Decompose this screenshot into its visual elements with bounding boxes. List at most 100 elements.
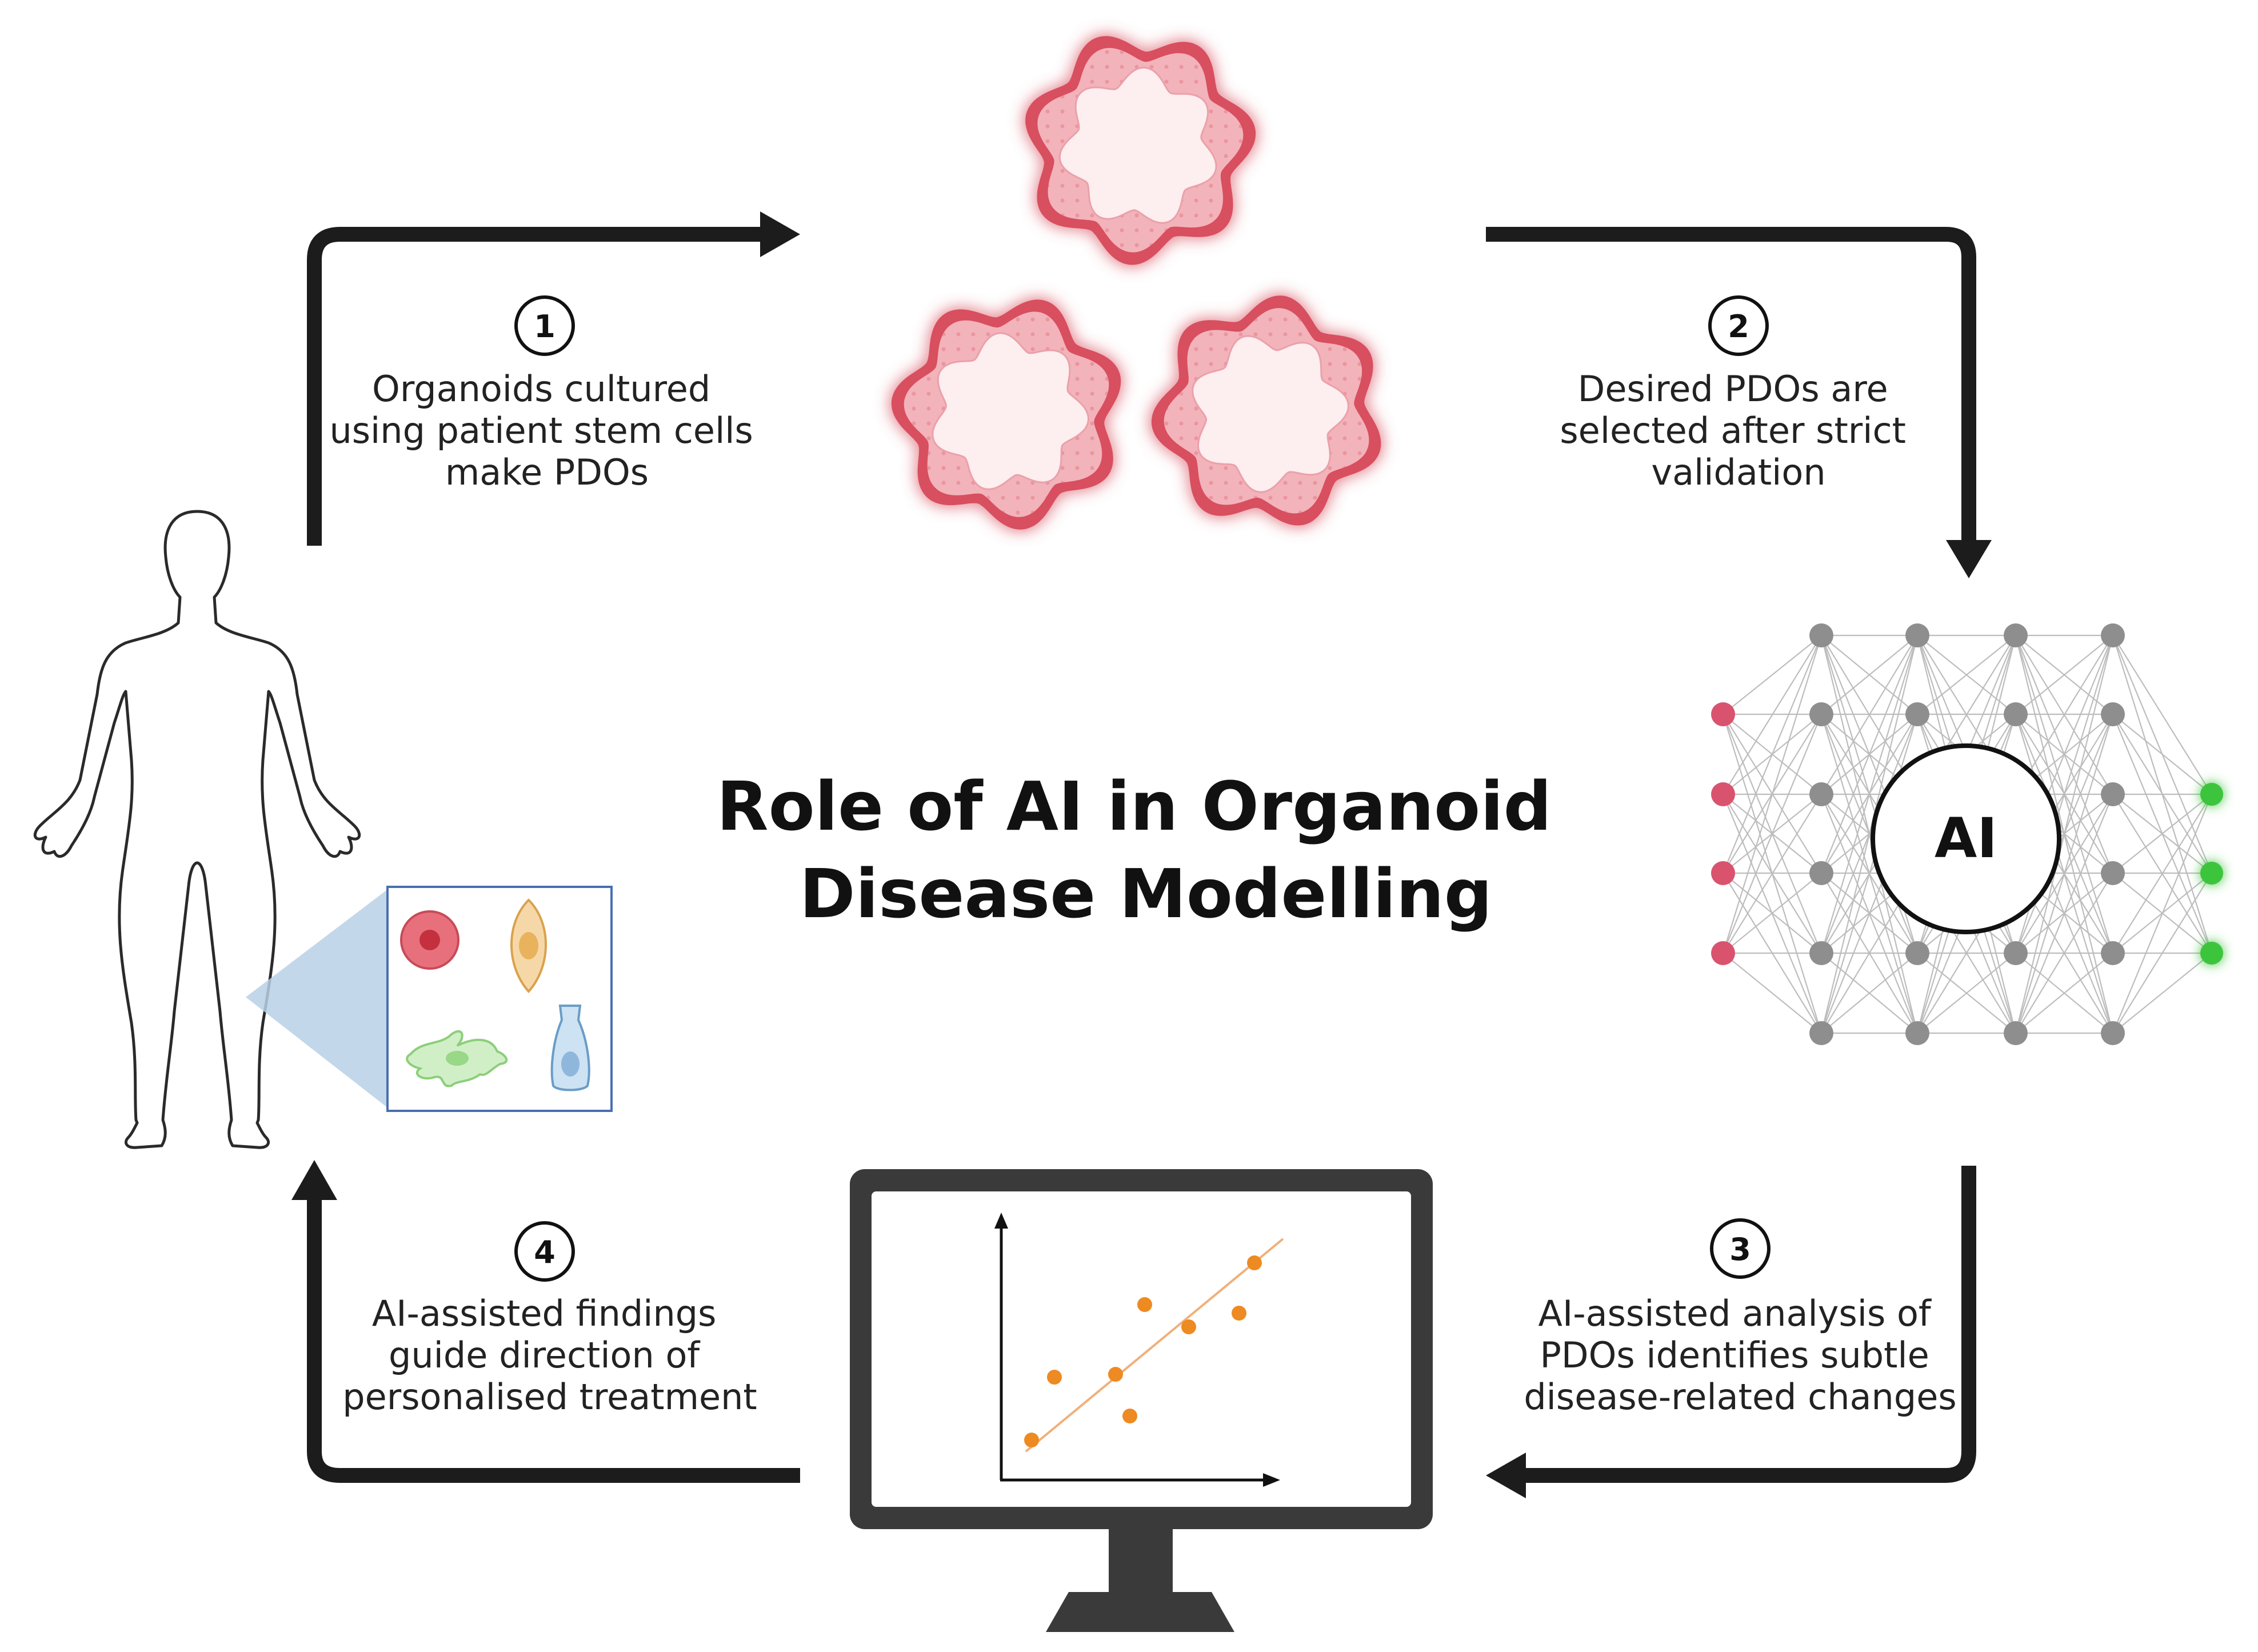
trend-line xyxy=(1025,1238,1284,1453)
network-edge xyxy=(1821,953,1918,1034)
step-4-text: AI-assisted findings guide direction of … xyxy=(342,1293,757,1418)
network-edge xyxy=(2015,635,2114,1034)
network-edge xyxy=(2015,714,2114,1034)
hidden-node xyxy=(2101,782,2125,806)
human-silhouette xyxy=(33,510,361,1149)
step-2-number: 2 xyxy=(1728,309,1749,345)
hidden-node xyxy=(1905,623,1929,647)
step-1-number: 1 xyxy=(534,309,555,345)
network-edge xyxy=(1917,635,2016,715)
network-edge xyxy=(2112,953,2212,1034)
network-edge xyxy=(2112,794,2212,954)
hidden-node xyxy=(1905,1021,1929,1045)
x-axis-arrow xyxy=(1263,1473,1280,1487)
monitor-neck xyxy=(1109,1529,1173,1592)
step-1-line-1: Organoids cultured xyxy=(372,368,710,410)
step-2-text: Desired PDOs are selected after strict v… xyxy=(1560,368,1917,493)
input-node xyxy=(1711,782,1735,806)
hidden-node xyxy=(2101,941,2125,965)
arrow-step-3 xyxy=(1486,1166,1976,1498)
network-edge xyxy=(1723,873,1822,954)
organoid-lumen xyxy=(932,332,1090,490)
hidden-node xyxy=(2004,623,2028,647)
organoid-cluster xyxy=(891,36,1381,530)
step-1-text: Organoids cultured using patient stem ce… xyxy=(329,368,764,493)
cell-blue xyxy=(550,1005,590,1091)
network-edge xyxy=(2112,714,2212,795)
arrow-step-1 xyxy=(307,211,800,546)
hidden-node xyxy=(1809,782,1833,806)
flow-arrows xyxy=(291,211,1992,1498)
network-edge xyxy=(1722,635,1823,874)
step-2: 2 Desired PDOs are selected after strict… xyxy=(1560,295,1917,493)
output-node xyxy=(2200,862,2223,885)
cell-spindle xyxy=(510,898,547,994)
step-1-badge xyxy=(514,295,575,356)
step-1-line-2: using patient stem cells xyxy=(329,410,753,451)
scatter-point xyxy=(1181,1319,1196,1334)
step-3-badge xyxy=(1710,1218,1771,1279)
network-edge xyxy=(2112,794,2212,874)
hidden-node xyxy=(1905,702,1929,726)
step-3-line-2: PDOs identifies subtle xyxy=(1540,1334,1929,1376)
network-edge xyxy=(2015,794,2114,1034)
input-node xyxy=(1711,941,1735,965)
network-edge xyxy=(1821,635,1918,715)
scatter-points xyxy=(1024,1255,1262,1447)
hidden-node xyxy=(2101,861,2125,885)
step-2-line-3: validation xyxy=(1651,451,1825,493)
step-4-badge xyxy=(514,1221,575,1282)
hidden-node xyxy=(2101,1021,2125,1045)
magnify-cone xyxy=(246,889,389,1109)
organoid xyxy=(1151,295,1381,526)
network-edge xyxy=(2015,635,2113,795)
hidden-node xyxy=(2101,702,2125,726)
step-4: 4 AI-assisted findings guide direction o… xyxy=(342,1221,757,1418)
cell-green xyxy=(406,1030,508,1087)
step-3-text: AI-assisted analysis of PDOs identifies … xyxy=(1524,1293,1956,1418)
input-node xyxy=(1711,702,1735,726)
network-edge xyxy=(2112,794,2213,1034)
network-edge xyxy=(1722,635,1823,954)
step-2-line-2: selected after strict xyxy=(1560,410,1906,451)
neural-network: AI xyxy=(1711,623,2223,1045)
scatter-point xyxy=(1247,1255,1262,1270)
network-edge xyxy=(1723,794,1822,954)
title-line-1: Role of AI in Organoid xyxy=(717,767,1552,846)
step-1-line-3: make PDOs xyxy=(445,451,649,493)
network-edge xyxy=(1820,714,1919,1034)
scatter-point xyxy=(1137,1297,1152,1312)
scatter-point xyxy=(1122,1409,1137,1423)
human-figure xyxy=(33,510,613,1149)
hidden-node xyxy=(1809,702,1833,726)
monitor-base xyxy=(1046,1592,1234,1632)
organoid-lumen xyxy=(1058,66,1217,224)
network-edge xyxy=(1820,635,1919,1034)
hidden-node xyxy=(2004,941,2028,965)
output-node xyxy=(2200,783,2223,806)
step-2-badge xyxy=(1708,295,1769,356)
network-edge xyxy=(1917,953,2016,1034)
y-axis-arrow xyxy=(994,1213,1008,1229)
network-edge xyxy=(1722,714,1823,954)
network-edge xyxy=(1723,635,1822,715)
title-line-2: Disease Modelling xyxy=(800,854,1492,933)
organoid-lumen xyxy=(1192,335,1349,493)
step-4-line-3: personalised treatment xyxy=(342,1376,757,1418)
hidden-node xyxy=(1809,861,1833,885)
network-edge xyxy=(1820,635,1919,874)
network-edge xyxy=(2015,873,2113,1034)
hidden-node xyxy=(1809,941,1833,965)
scatter-point xyxy=(1047,1370,1062,1385)
step-2-line-1: Desired PDOs are xyxy=(1578,368,1888,410)
scatter-point xyxy=(1024,1433,1039,1447)
step-3: 3 AI-assisted analysis of PDOs identifie… xyxy=(1524,1218,1957,1418)
hidden-node xyxy=(1809,623,1833,647)
input-node xyxy=(1711,861,1735,885)
scatter-point xyxy=(1232,1306,1246,1321)
arrow-step-4 xyxy=(291,1160,800,1483)
network-edge xyxy=(1821,635,1918,795)
network-edge xyxy=(2112,873,2212,1034)
step-3-number: 3 xyxy=(1729,1231,1751,1267)
network-edge xyxy=(2015,953,2113,1034)
